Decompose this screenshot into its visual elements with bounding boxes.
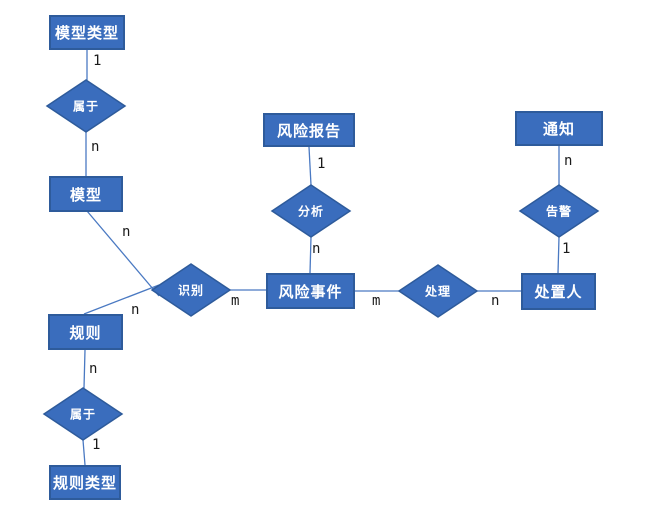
cardinality-label: n <box>131 302 140 318</box>
cardinality-label: 1 <box>562 241 571 257</box>
entity-rule[interactable]: 规则 <box>48 314 123 350</box>
relationship-identify[interactable] <box>150 263 232 317</box>
entity-notification-label: 通知 <box>542 121 575 138</box>
entity-risk-report[interactable]: 风险报告 <box>263 113 355 147</box>
cardinality-label: n <box>89 361 98 377</box>
entity-rule-label: 规则 <box>69 324 102 342</box>
connector-analyze-risk-event <box>309 236 312 274</box>
cardinality-label: 1 <box>92 437 101 453</box>
connector-rule-belongs-to-bottom <box>83 349 86 389</box>
cardinality-label: 1 <box>93 53 102 69</box>
entity-model-type[interactable]: 模型类型 <box>49 15 125 50</box>
entity-model-type-label: 模型类型 <box>54 25 119 42</box>
cardinality-label: n <box>91 139 100 155</box>
cardinality-label: n <box>564 153 573 169</box>
entity-notification[interactable]: 通知 <box>515 111 603 146</box>
entity-handler[interactable]: 处置人 <box>521 273 596 310</box>
entity-risk-report-label: 风险报告 <box>276 122 341 140</box>
cardinality-label: m <box>372 293 381 309</box>
connector-rule-identify <box>83 284 160 315</box>
entity-model[interactable]: 模型 <box>49 176 123 212</box>
connector-model-identify <box>86 210 160 297</box>
relationship-handle[interactable] <box>397 264 479 318</box>
entity-model-label: 模型 <box>69 186 102 204</box>
cardinality-label: n <box>312 241 321 257</box>
cardinality-label: n <box>491 293 500 309</box>
connector-belongs-to-bottom-rule-type <box>82 439 86 466</box>
cardinality-label: m <box>231 293 240 309</box>
relationship-belongs-to-bottom[interactable] <box>42 387 124 441</box>
relationship-alert[interactable] <box>518 184 600 238</box>
cardinality-label: n <box>122 224 131 240</box>
connector-alert-handler <box>557 236 560 274</box>
entity-handler-label: 处置人 <box>534 284 583 301</box>
entity-risk-event[interactable]: 风险事件 <box>266 273 355 309</box>
relationship-analyze[interactable] <box>270 184 352 238</box>
cardinality-label: 1 <box>317 156 326 172</box>
relationship-belongs-to-top[interactable] <box>45 79 127 133</box>
entity-rule-type-label: 规则类型 <box>52 475 117 492</box>
connector-risk-report-analyze <box>308 146 312 186</box>
entity-rule-type[interactable]: 规则类型 <box>49 465 121 500</box>
entity-risk-event-label: 风险事件 <box>278 283 343 301</box>
